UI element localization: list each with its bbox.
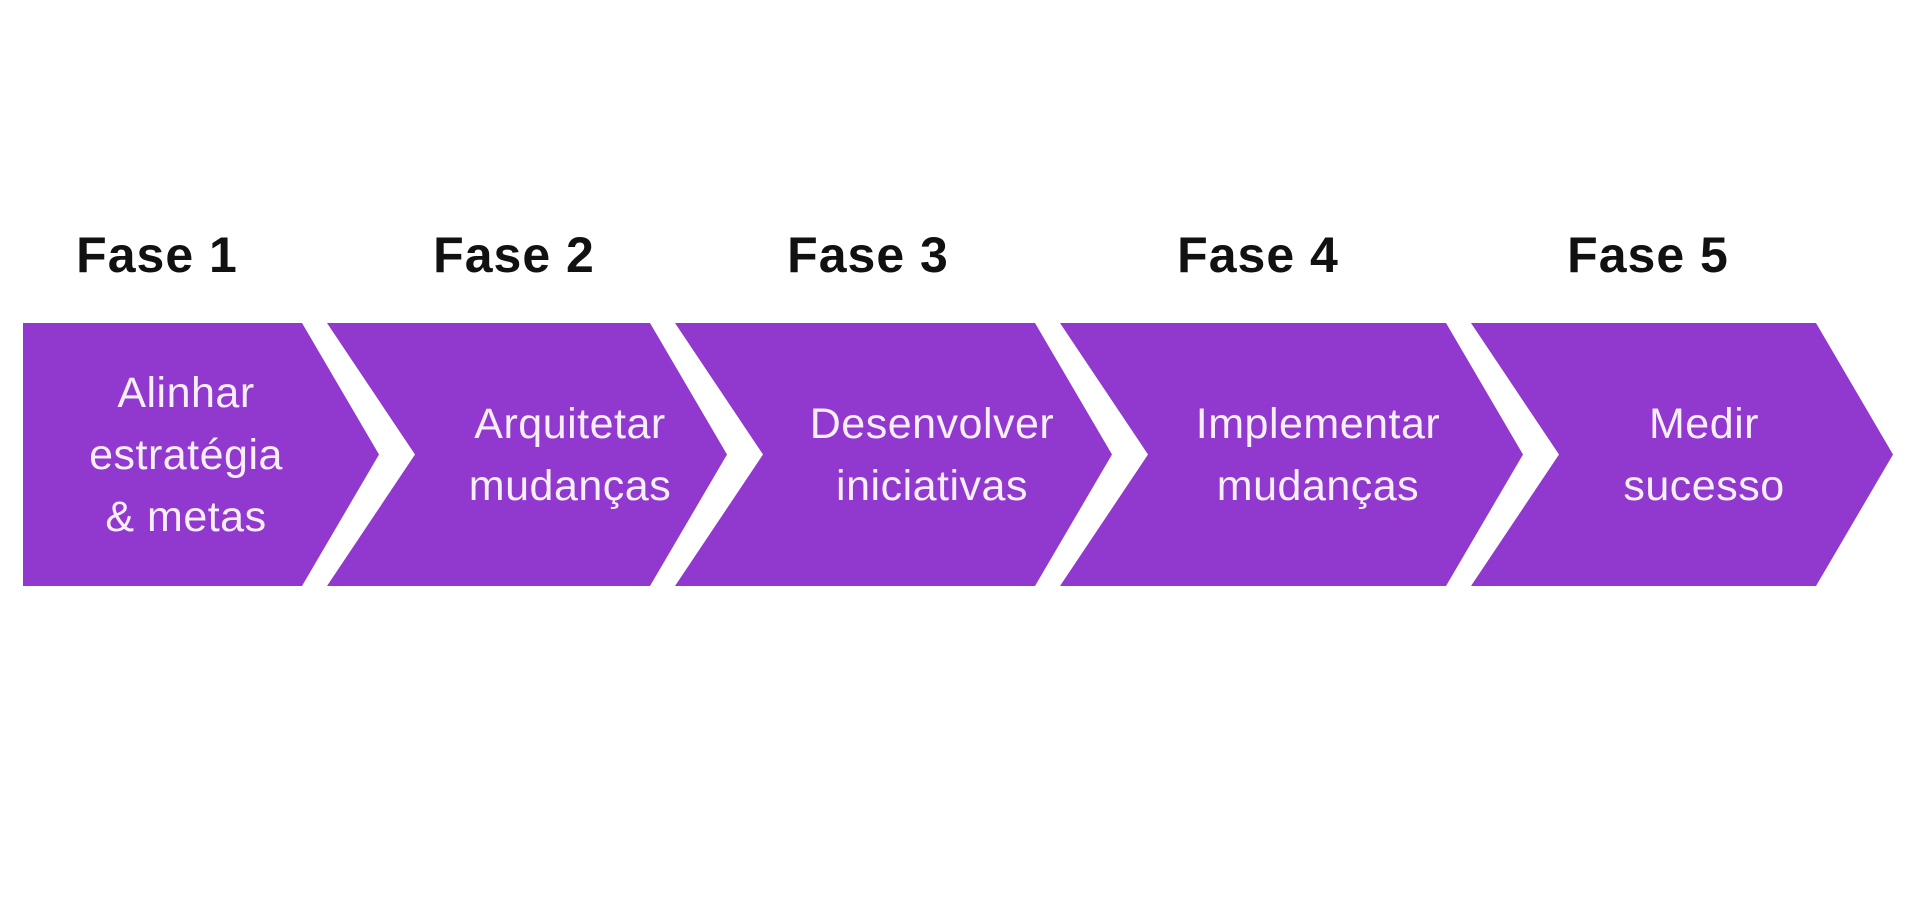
phase-3-arrow: Desenvolver iniciativas xyxy=(675,323,1112,586)
phase-4-arrow: Implementar mudanças xyxy=(1060,323,1523,586)
phase-3-title: Fase 3 xyxy=(787,227,949,283)
phase-1-title: Fase 1 xyxy=(76,227,238,283)
phase-1-arrow: Alinhar estratégia & metas xyxy=(23,323,379,586)
phase-4-title: Fase 4 xyxy=(1177,227,1339,283)
phase-4-description: Implementar mudanças xyxy=(1195,399,1441,510)
phase-5-title: Fase 5 xyxy=(1567,227,1729,283)
phase-1-description: Alinhar estratégia & metas xyxy=(89,368,283,541)
phase-2-arrow: Arquitetar mudanças xyxy=(327,323,727,586)
phase-5-arrow: Medir sucesso xyxy=(1471,323,1893,586)
phase-5-description: Medir sucesso xyxy=(1623,399,1785,510)
phase-2-title: Fase 2 xyxy=(433,227,595,283)
phase-2-description: Arquitetar mudanças xyxy=(468,399,672,510)
phase-3-description: Desenvolver iniciativas xyxy=(809,399,1055,510)
